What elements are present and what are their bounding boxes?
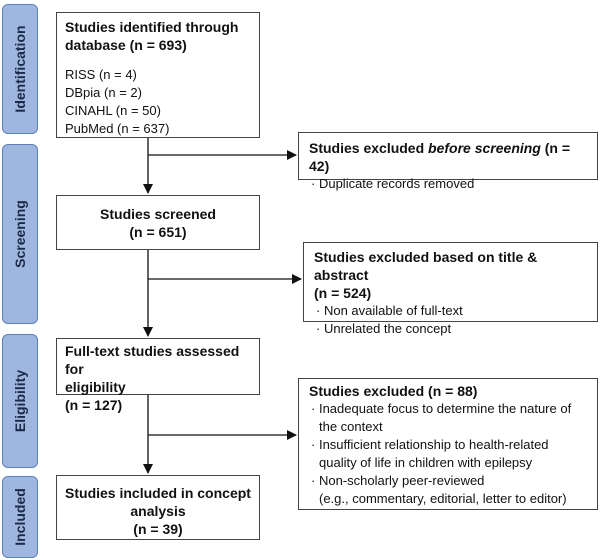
screened-line1: Studies screened <box>100 206 216 222</box>
excluded-before-title: Studies excluded before screening (n = 4… <box>309 140 571 174</box>
fulltext-line3: (n = 127) <box>65 397 123 413</box>
excluded-fulltext-box: Studies excluded (n = 88) Inadequate foc… <box>298 378 598 510</box>
source-item: PubMed (n = 637) <box>65 121 170 136</box>
stage-identification: Identification <box>2 4 38 134</box>
stage-screening-label: Screening <box>12 200 28 268</box>
excluded-before-box: Studies excluded before screening (n = 4… <box>298 132 598 191</box>
exclusion-reason-cont: the context <box>319 419 383 434</box>
exclusion-reason-cont: (e.g., commentary, editorial, letter to … <box>319 491 567 506</box>
exclusion-reason: Insufficient relationship to health-rela… <box>309 436 587 454</box>
source-item: RISS (n = 4) <box>65 67 137 82</box>
excluded-fulltext-title: Studies excluded (n = 88) <box>309 383 478 399</box>
included-line3: (n = 39) <box>133 521 183 537</box>
source-item: DBpia (n = 2) <box>65 85 142 100</box>
exclusion-reason: Duplicate records removed <box>309 175 587 193</box>
identified-title-line1: Studies identified through <box>65 19 239 35</box>
fulltext-line2: eligibility <box>65 379 126 395</box>
fulltext-box: Full-text studies assessed for eligibili… <box>56 338 260 413</box>
stage-identification-label: Identification <box>12 25 28 113</box>
source-item: CINAHL (n = 50) <box>65 103 161 118</box>
exclusion-reason: Non-scholarly peer-reviewed <box>309 472 587 490</box>
identified-box: Studies identified through database (n =… <box>56 12 260 138</box>
excluded-title-box: Studies excluded based on title & abstra… <box>303 242 598 336</box>
identified-title-line2: database (n = 693) <box>65 37 187 53</box>
exclusion-reason: Unrelated the concept <box>314 320 587 338</box>
excluded-title-line1: Studies excluded based on title & abstra… <box>314 249 538 283</box>
screened-box: Studies screened (n = 651) <box>56 195 260 250</box>
stage-screening: Screening <box>2 144 38 324</box>
exclusion-reason-cont: quality of life in children with epileps… <box>319 455 533 470</box>
exclusion-reason: Non available of full-text <box>314 302 587 320</box>
excluded-title-line2: (n = 524) <box>314 285 372 301</box>
stage-eligibility: Eligibility <box>2 334 38 468</box>
included-box: Studies included in concept analysis (n … <box>56 475 260 540</box>
stage-included-label: Included <box>12 488 28 546</box>
included-line1: Studies included in concept <box>65 485 251 501</box>
screened-line2: (n = 651) <box>129 224 187 240</box>
included-line2: analysis <box>130 503 186 519</box>
stage-included: Included <box>2 476 38 558</box>
exclusion-reason: Inadequate focus to determine the nature… <box>309 400 587 418</box>
stage-eligibility-label: Eligibility <box>12 369 28 433</box>
fulltext-line1: Full-text studies assessed for <box>65 343 240 377</box>
